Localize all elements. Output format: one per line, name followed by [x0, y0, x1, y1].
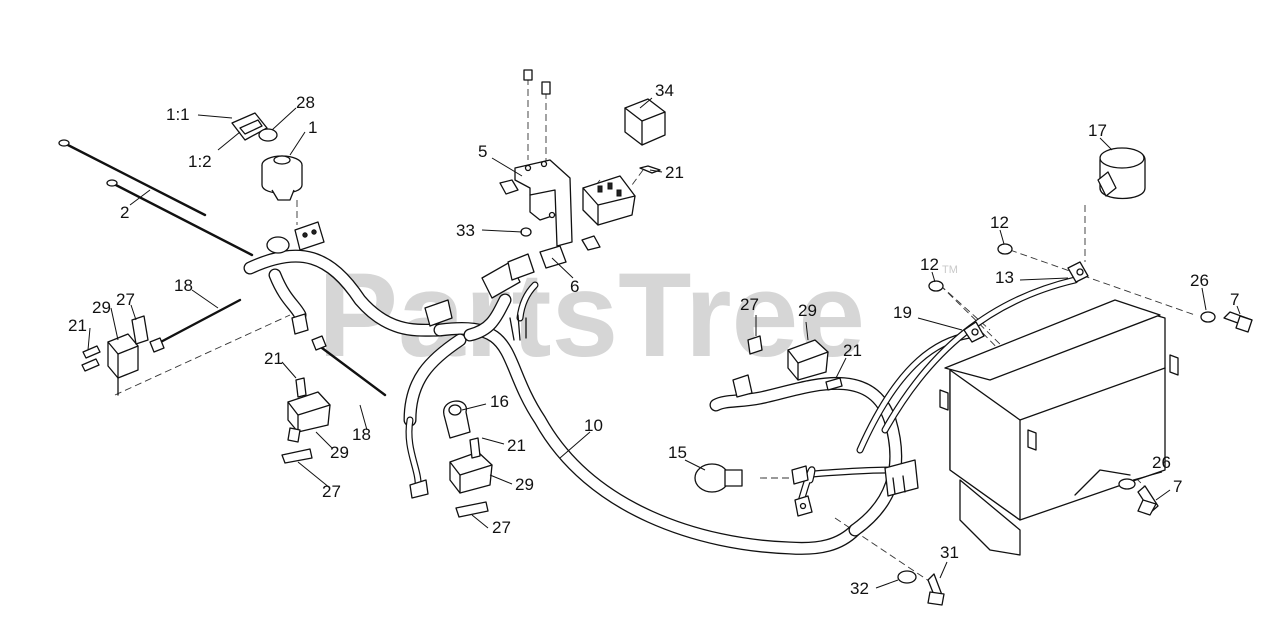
callout-27-mid: 27 [322, 482, 341, 501]
callout-2: 2 [120, 203, 129, 222]
callout-6: 6 [570, 277, 579, 296]
callout-34: 34 [655, 81, 674, 100]
leader-lines [87, 97, 1241, 589]
callout-32: 32 [850, 579, 869, 598]
callout-26-bottom: 26 [1152, 453, 1171, 472]
callout-21-relay: 21 [665, 163, 684, 182]
callout-13: 13 [995, 268, 1014, 287]
callout-29-mid: 29 [330, 443, 349, 462]
cable-clamp [443, 400, 471, 439]
callout-10: 10 [584, 416, 603, 435]
key-rods [58, 139, 254, 257]
harness-connectors-right [791, 459, 919, 517]
hardware-right [897, 243, 1253, 606]
seat-switch-center [281, 377, 331, 464]
callout-16: 16 [490, 392, 509, 411]
callout-29-right: 29 [798, 301, 817, 320]
main-wiring-harness [243, 249, 903, 555]
cable-ties [149, 298, 387, 397]
callout-29-left: 29 [92, 298, 111, 317]
callout-21-mid: 21 [264, 349, 283, 368]
callout-labels: 1:1 1:2 28 1 2 5 34 21 33 6 18 29 27 21 … [68, 81, 1239, 598]
callout-12-b: 12 [920, 255, 939, 274]
harness-connectors-center [424, 245, 567, 341]
relay-bracket [499, 69, 601, 251]
relay-socket [582, 165, 661, 226]
partstree-watermark: PartsTree [318, 248, 865, 382]
callout-28: 28 [296, 93, 315, 112]
callout-27-left: 27 [116, 290, 135, 309]
callout-31: 31 [940, 543, 959, 562]
callout-33: 33 [456, 221, 475, 240]
callout-26-top: 26 [1190, 271, 1209, 290]
seat-switch-lower [409, 437, 493, 518]
callout-12-a: 12 [990, 213, 1009, 232]
seat-switch-right [732, 335, 843, 398]
battery-terminal-cover [1097, 147, 1146, 200]
callout-1-1: 1:1 [166, 105, 190, 124]
watermark-trademark: TM [942, 264, 958, 276]
cable-terminals [963, 261, 1089, 343]
callout-18-left: 18 [174, 276, 193, 295]
callout-1: 1 [308, 118, 317, 137]
callout-17: 17 [1088, 121, 1107, 140]
fuse-holder [694, 463, 743, 493]
relay [624, 98, 666, 146]
callout-21-low: 21 [507, 436, 526, 455]
callout-7-top: 7 [1230, 290, 1239, 309]
battery [939, 299, 1179, 556]
callout-15: 15 [668, 443, 687, 462]
callout-1-2: 1:2 [188, 152, 212, 171]
callout-18-mid: 18 [352, 425, 371, 444]
callout-7-bottom: 7 [1173, 477, 1182, 496]
callout-29-low: 29 [515, 475, 534, 494]
seat-switch-left [81, 315, 149, 396]
ignition-switch [231, 112, 303, 201]
callout-5: 5 [478, 142, 487, 161]
callout-27-low: 27 [492, 518, 511, 537]
callout-21-left: 21 [68, 316, 87, 335]
callout-27-right: 27 [740, 295, 759, 314]
switch-connector [266, 221, 325, 335]
callout-19: 19 [893, 303, 912, 322]
callout-21-right: 21 [843, 341, 862, 360]
